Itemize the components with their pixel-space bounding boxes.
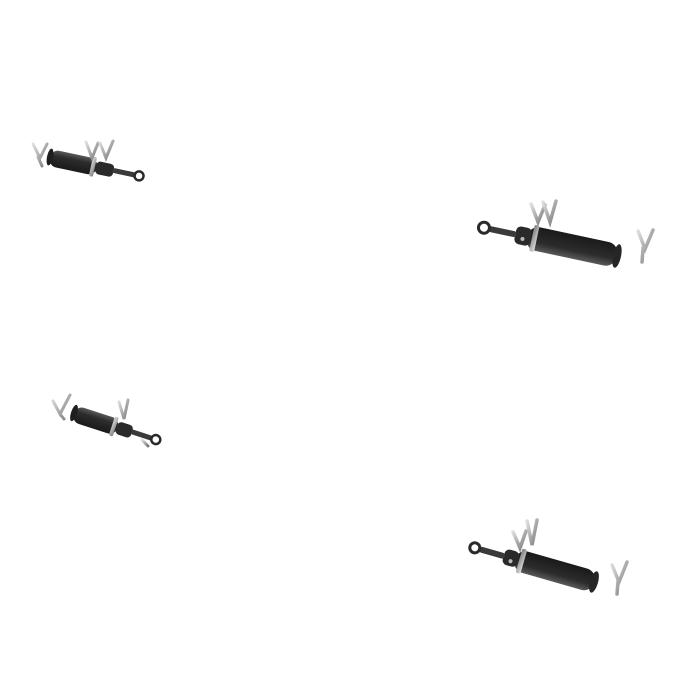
cylinder-1-body [31,139,145,182]
cylinder-4-body [468,518,629,596]
cylinder-2-body [476,199,655,268]
cylinder-3-body [51,393,162,448]
